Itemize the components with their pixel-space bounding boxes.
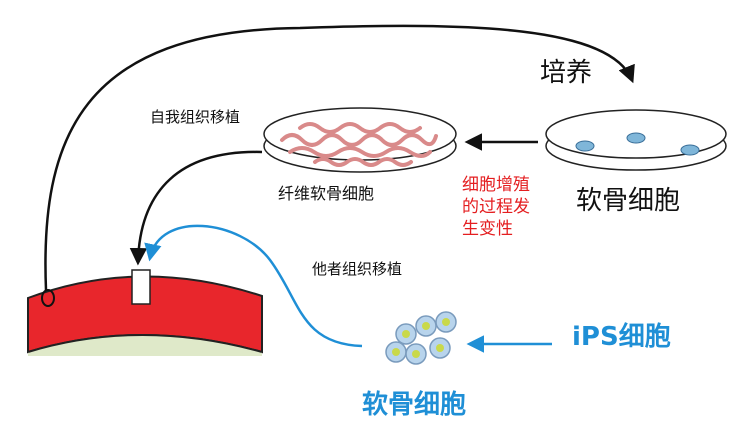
dish-cell [575,140,595,152]
petri-dish-icon [545,109,727,171]
label-allogeneic: 他者组织移植 [312,260,403,278]
cell-cluster-icon [385,311,457,365]
label-autologous: 自我组织移植 [150,108,241,126]
label-culture: 培养 [540,58,593,88]
arrow-harvest [44,24,635,291]
dish-cell [626,132,646,144]
label-ips: iPS细胞 [572,322,671,352]
arrow-autologous [129,150,263,266]
label-dedifferentiation: 细胞增殖的过程发生变性 [462,175,530,240]
arrow-allogeneic [144,224,363,348]
label-chondrocytes: 软骨细胞 [576,186,681,216]
dish-cell [680,144,700,156]
biopsy-site [41,289,55,307]
fibro-cells [280,122,438,167]
petri-dish-icon [263,107,457,173]
cartilage-section-icon [27,269,263,356]
cartilage-defect [131,269,151,305]
label-ips-chondrocytes: 软骨细胞 [362,390,467,420]
label-fibrocartilage: 纤维软骨细胞 [278,184,375,203]
